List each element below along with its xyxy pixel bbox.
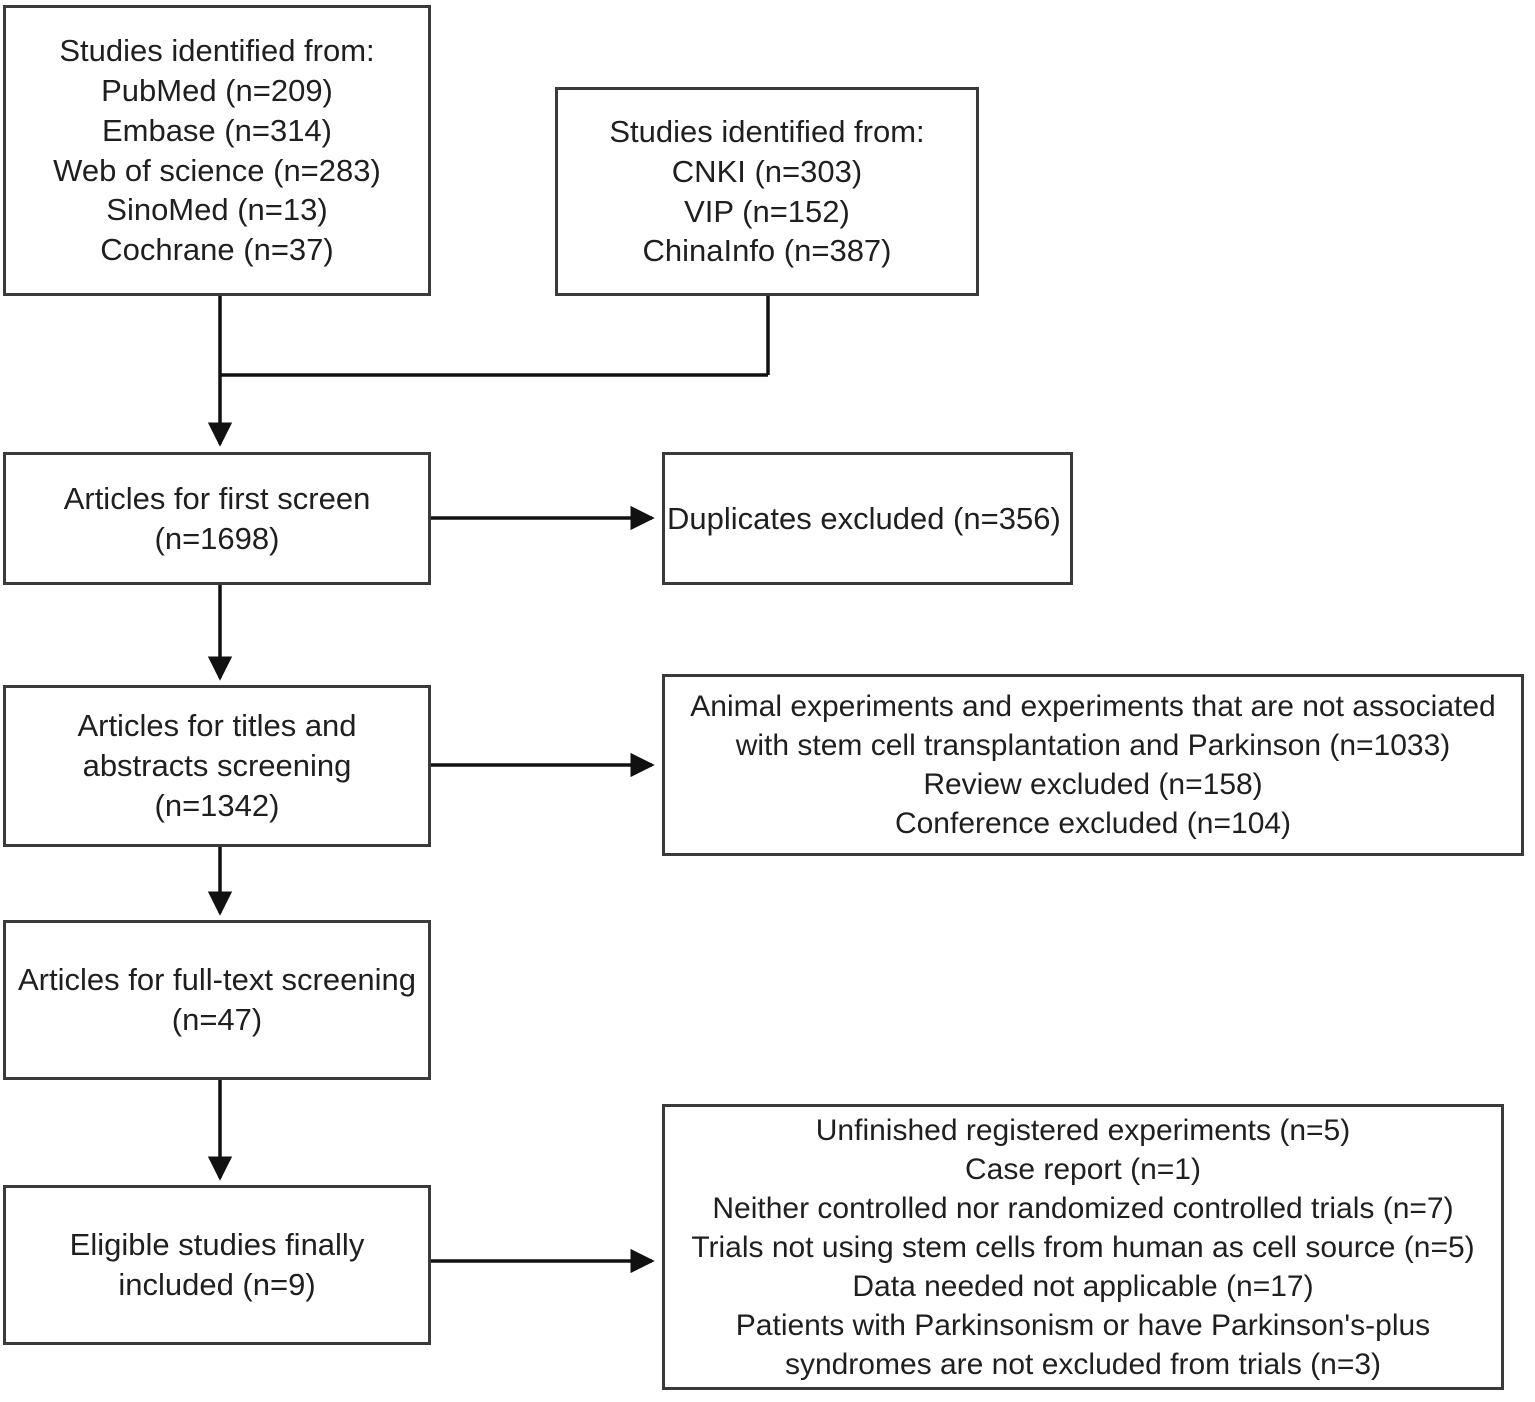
box-eligible-included: Eligible studies finally included (n=9)	[3, 1185, 431, 1345]
box-sources-chinese: Studies identified from: CNKI (n=303) VI…	[555, 87, 979, 296]
box-full-text-screening: Articles for full-text screening (n=47)	[3, 920, 431, 1080]
box-full-text-screening-text: Articles for full-text screening (n=47)	[18, 962, 416, 1037]
box-full-text-exclusions-text: Unfinished registered experiments (n=5) …	[691, 1113, 1475, 1381]
box-eligible-included-text: Eligible studies finally included (n=9)	[69, 1227, 365, 1302]
box-titles-abstracts-screening-text: Articles for titles and abstracts screen…	[77, 708, 357, 823]
box-duplicates-excluded: Duplicates excluded (n=356)	[662, 452, 1073, 585]
box-first-screen: Articles for first screen (n=1698)	[3, 452, 431, 585]
box-full-text-exclusions: Unfinished registered experiments (n=5) …	[662, 1104, 1504, 1390]
box-sources-international: Studies identified from: PubMed (n=209) …	[3, 5, 431, 296]
box-titles-abstracts-screening: Articles for titles and abstracts screen…	[3, 685, 431, 847]
connector-sources-to-first-screen	[207, 296, 770, 447]
box-titles-abstracts-exclusions-text: Animal experiments and experiments that …	[690, 690, 1496, 840]
box-sources-chinese-text: Studies identified from: CNKI (n=303) VI…	[609, 114, 925, 269]
box-duplicates-excluded-text: Duplicates excluded (n=356)	[667, 500, 1061, 536]
box-first-screen-text: Articles for first screen (n=1698)	[63, 480, 371, 556]
box-titles-abstracts-exclusions: Animal experiments and experiments that …	[662, 674, 1524, 856]
box-sources-international-text: Studies identified from: PubMed (n=209) …	[53, 33, 381, 267]
